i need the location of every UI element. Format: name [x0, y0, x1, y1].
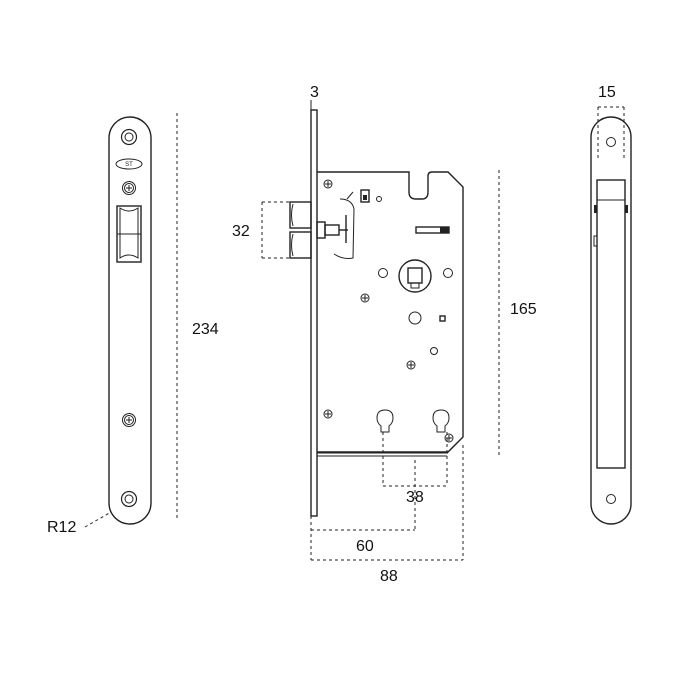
follower-spindle-hub — [398, 259, 432, 293]
faceplate-length-label: 234 — [192, 321, 219, 338]
backset-dimension — [310, 460, 416, 560]
case-screw-mid — [360, 293, 370, 303]
radius-leader — [84, 511, 112, 528]
small-pin — [430, 347, 438, 355]
faceplate-side — [310, 109, 318, 517]
overall-depth-dimension — [311, 445, 464, 561]
pin-left — [378, 268, 388, 278]
bottom-mounting-hole — [120, 490, 138, 508]
svg-text:ST: ST — [125, 162, 133, 168]
latch-bolt — [289, 191, 355, 259]
latch-opening — [116, 205, 142, 263]
faceplate-screw-top — [122, 181, 136, 195]
center-hole — [408, 311, 422, 325]
faceplate-thickness-label: 3 — [310, 84, 319, 101]
latch-height-dimension — [261, 201, 290, 259]
case-screw-right — [406, 360, 416, 370]
body-height-label: 165 — [510, 301, 537, 318]
faceplate-radius-label: R12 — [47, 519, 76, 536]
faceplate-width-dimension — [597, 106, 625, 160]
rear-bottom-hole — [606, 494, 616, 504]
rear-case-body — [596, 179, 626, 469]
case-screw-bottom-right — [444, 433, 454, 443]
faceplate-outline — [108, 116, 152, 525]
rear-faceplate-outline — [590, 116, 632, 525]
keyhole-slot-right — [432, 409, 450, 433]
top-mounting-hole — [120, 128, 138, 146]
keyhole-slot-left — [376, 409, 394, 433]
lock-case-outline — [317, 171, 464, 453]
rear-top-hole — [606, 137, 616, 147]
faceplate-screw-bottom — [122, 413, 136, 427]
latch-height-label: 32 — [232, 223, 250, 240]
case-screw-top-left — [323, 179, 333, 189]
brand-logo: ST — [115, 158, 143, 170]
lock-body-side-view — [289, 109, 464, 517]
pin-right — [443, 268, 453, 278]
faceplate-rear-view — [590, 116, 632, 525]
small-lever — [360, 189, 370, 203]
case-screw-bottom-left — [323, 409, 333, 419]
faceplate-front-view: ST — [108, 116, 152, 525]
overall-depth-label: 88 — [380, 568, 398, 585]
small-square — [439, 315, 446, 322]
hole-spacing-dimension — [382, 432, 448, 487]
backset-label: 60 — [356, 538, 374, 555]
faceplate-width-label: 15 — [598, 84, 616, 101]
